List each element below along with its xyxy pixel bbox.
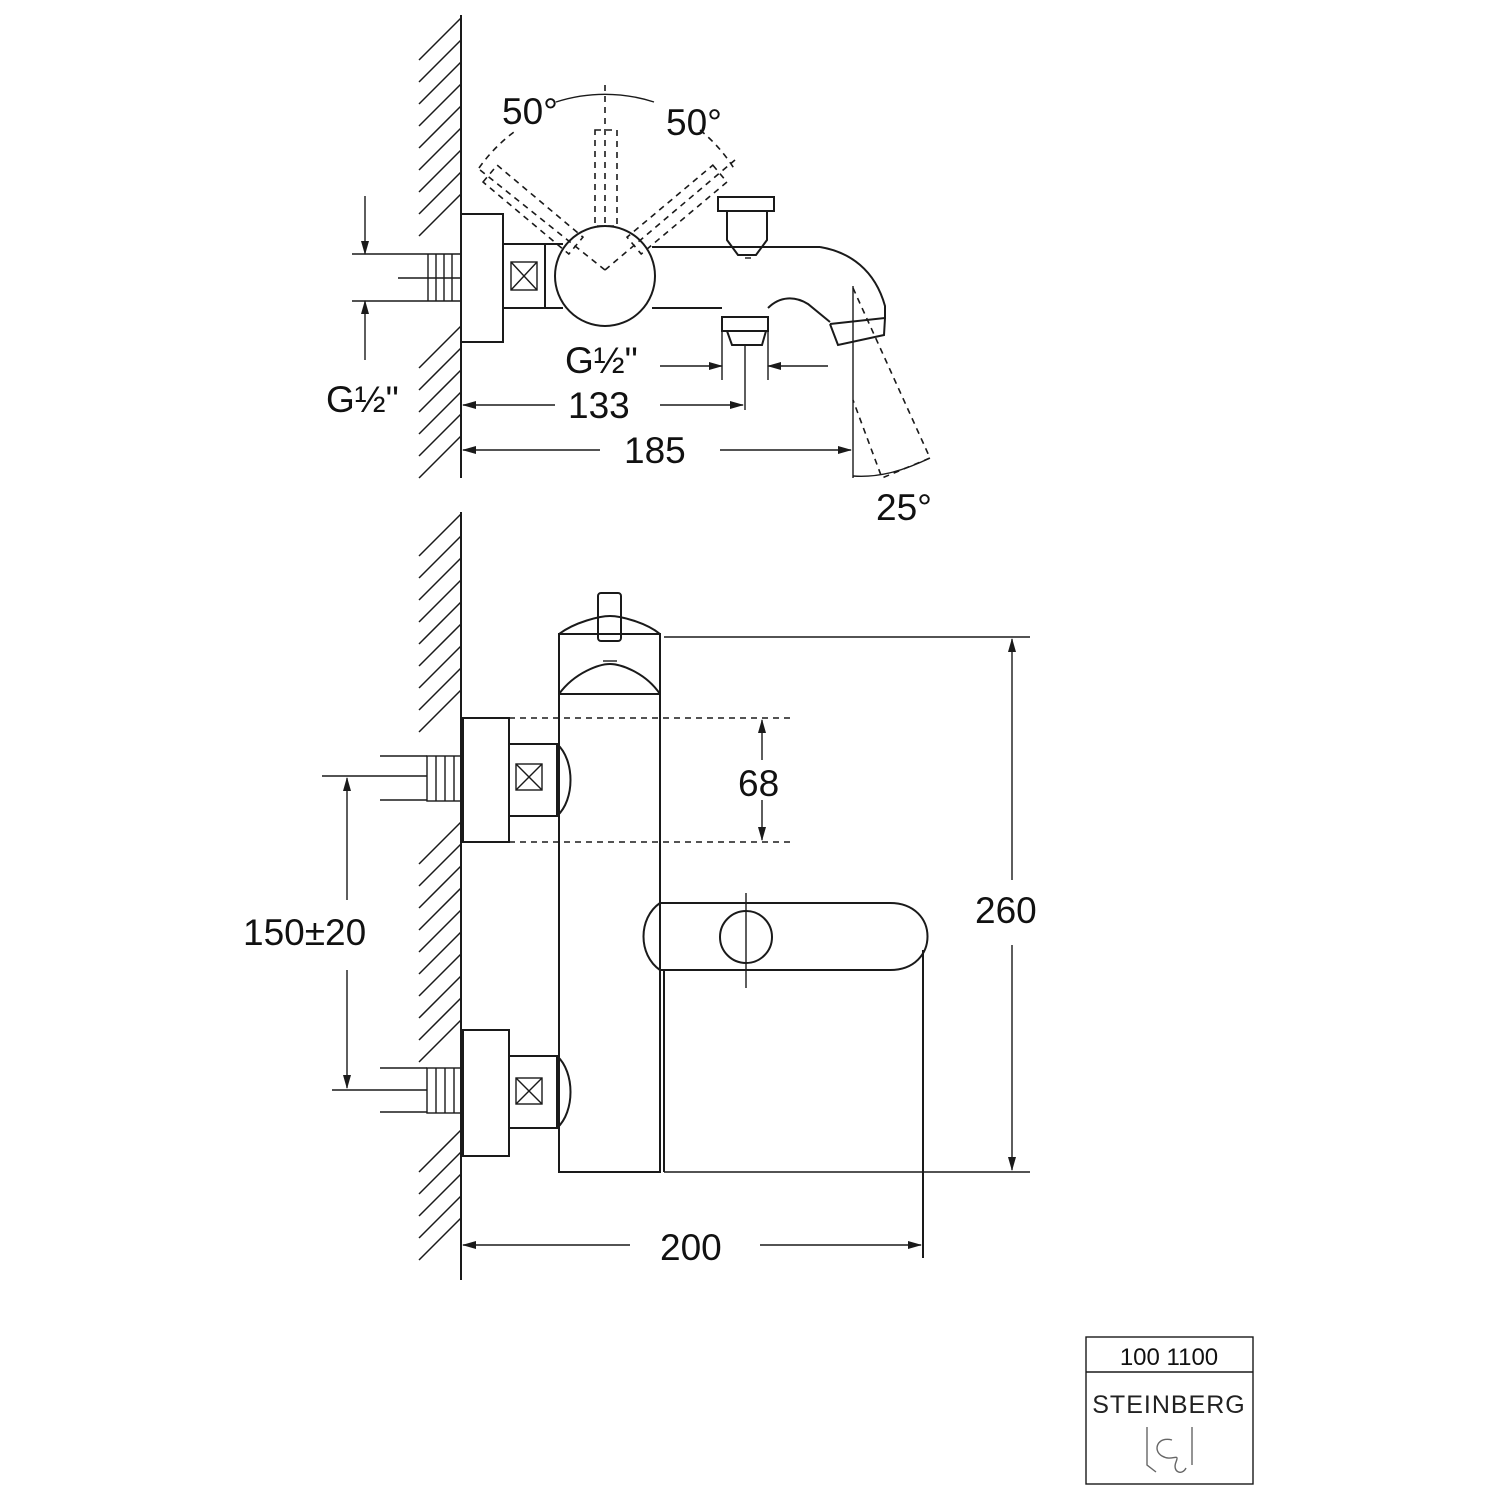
- title-block: 100 1100 STEINBERG: [1085, 1336, 1254, 1485]
- hatch-line: [418, 347, 462, 391]
- hatch-line: [418, 953, 462, 997]
- dim-inlet-thread: G½": [326, 196, 399, 420]
- hatch-line: [418, 83, 462, 127]
- hatch-line: [418, 513, 462, 557]
- dim-outlet-thread: G½": [565, 331, 828, 381]
- hatch-line: [418, 1195, 462, 1239]
- steinberg-logo-icon: [1146, 1427, 1193, 1473]
- dim-depth-label: 200: [660, 1227, 722, 1268]
- hatch-line: [418, 557, 462, 601]
- wall-hatch-front: [418, 513, 462, 1261]
- spout-rotation: [852, 287, 932, 480]
- hatch-line: [418, 645, 462, 689]
- mixer-body: [503, 225, 886, 478]
- hatch-line: [418, 127, 462, 171]
- hatch-line: [418, 1019, 462, 1063]
- hatch-line: [418, 623, 462, 667]
- angle-spout-label: 25°: [876, 487, 932, 528]
- dim-200: 200: [462, 1227, 922, 1268]
- angle-right-label: 50°: [666, 102, 722, 143]
- diverter-knob: [717, 196, 775, 259]
- hatch-line: [418, 601, 462, 645]
- hatch-line: [418, 105, 462, 149]
- hatch-line: [418, 579, 462, 623]
- hatch-line: [418, 193, 462, 237]
- connection-nut: [502, 243, 546, 309]
- dim-150: 150±20: [243, 777, 366, 1089]
- hatch-line: [418, 1129, 462, 1173]
- hatch-line: [418, 667, 462, 711]
- hatch-line: [418, 1217, 462, 1261]
- dim-185: 185: [462, 430, 852, 471]
- lever-positions: [478, 85, 736, 271]
- dim-inlet-height-label: 68: [738, 763, 779, 804]
- lower-inlet: [332, 1029, 572, 1157]
- hatch-line: [418, 171, 462, 215]
- hatch-line: [418, 369, 462, 413]
- dim-total-height-label: 260: [975, 890, 1037, 931]
- wall-hatch-top: [418, 17, 462, 479]
- hatch-line: [418, 325, 462, 369]
- hatch-line: [418, 1173, 462, 1217]
- hatch-line: [418, 39, 462, 83]
- hatch-line: [418, 931, 462, 975]
- upper-inlet: [322, 717, 572, 843]
- hatch-line: [418, 435, 462, 479]
- thread-outlet-label: G½": [565, 340, 638, 381]
- angle-left-label: 50°: [502, 91, 558, 132]
- dim-outlet-label: 133: [568, 385, 630, 426]
- article-number: 100 1100: [1120, 1344, 1218, 1371]
- lever-center: [594, 129, 618, 227]
- dim-68: 68: [738, 719, 779, 841]
- dim-spout-label: 185: [624, 430, 686, 471]
- hatch-line: [418, 149, 462, 193]
- hatch-line: [418, 997, 462, 1041]
- spout-side: [642, 636, 1030, 1258]
- dim-133: 133: [462, 385, 744, 426]
- brand-name: STEINBERG: [1092, 1391, 1245, 1419]
- front-view: 68 150±20 260 200: [243, 512, 1037, 1280]
- top-view: G½" G½" 133 185 50° 50° 25°: [326, 15, 932, 528]
- hatch-line: [418, 535, 462, 579]
- shower-outlet: [721, 316, 769, 410]
- hatch-line: [418, 821, 462, 865]
- hatch-line: [418, 843, 462, 887]
- wall-rosette: [460, 213, 504, 343]
- hatch-line: [418, 887, 462, 931]
- hatch-line: [418, 391, 462, 435]
- dim-260: 260: [975, 638, 1037, 1171]
- mixer-column: [558, 592, 661, 1173]
- hatch-line: [418, 17, 462, 61]
- dim-inlet-spacing-label: 150±20: [243, 912, 366, 953]
- inlet-thread: [352, 253, 461, 302]
- hatch-line: [418, 61, 462, 105]
- hatch-line: [418, 975, 462, 1019]
- hatch-line: [418, 865, 462, 909]
- hatch-line: [418, 413, 462, 457]
- hatch-line: [418, 1151, 462, 1195]
- hatch-line: [418, 909, 462, 953]
- thread-inlet-label: G½": [326, 379, 399, 420]
- hatch-line: [418, 689, 462, 733]
